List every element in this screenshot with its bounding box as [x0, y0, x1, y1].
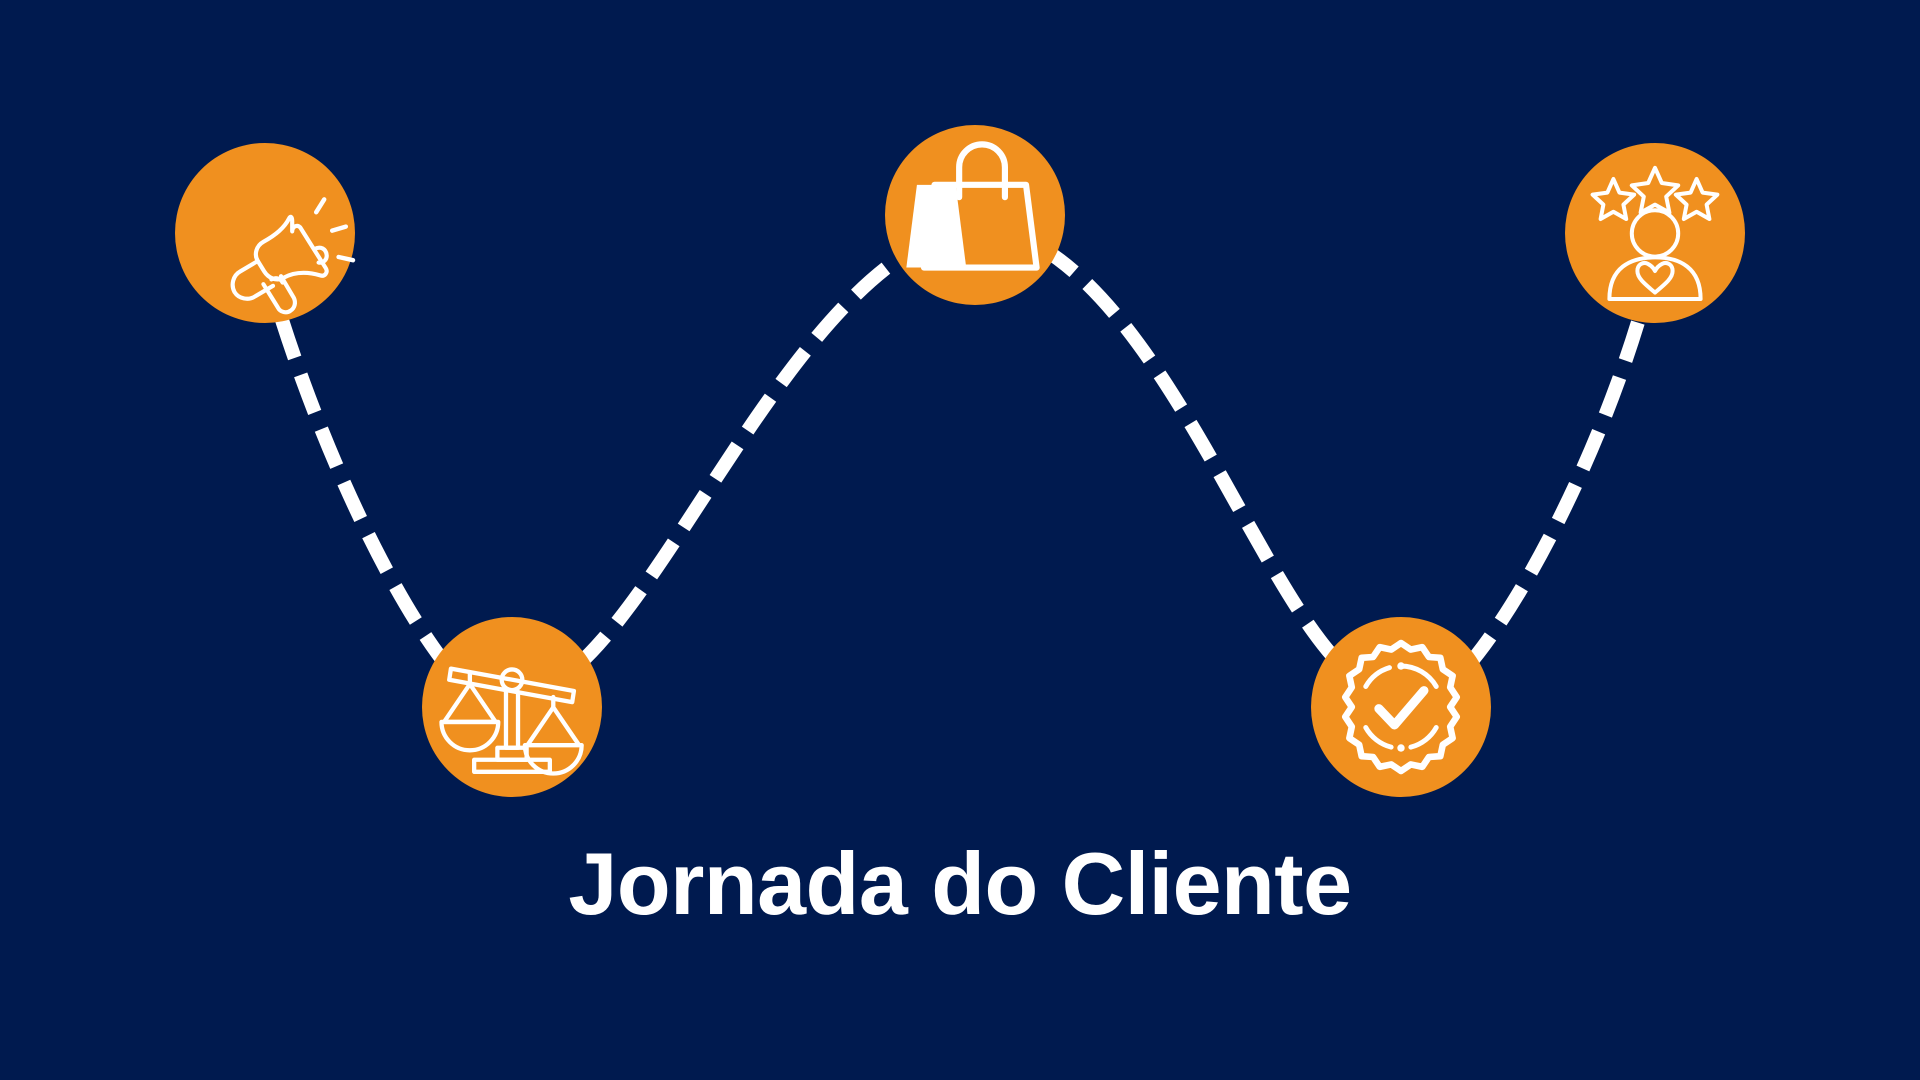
stage-circle[interactable]: [885, 125, 1065, 305]
stage-circle[interactable]: [175, 143, 355, 323]
stage-node-shopping-bag[interactable]: [885, 125, 1065, 305]
stage-node-megaphone[interactable]: [175, 143, 355, 323]
stage-node-customer-rating[interactable]: [1565, 143, 1745, 323]
journey-dashed-path: [275, 242, 1645, 677]
stage-node-balance-scale[interactable]: [422, 617, 602, 797]
stage-circle[interactable]: [1311, 617, 1491, 797]
stage-node-verified-badge[interactable]: [1311, 617, 1491, 797]
